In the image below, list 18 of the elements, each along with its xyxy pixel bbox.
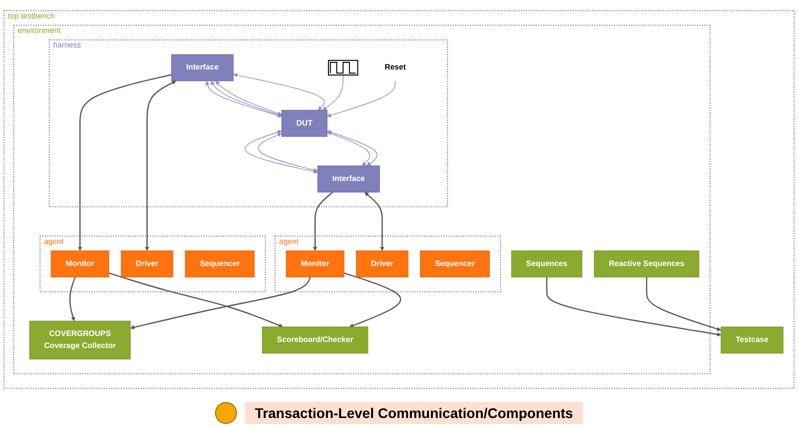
arrow bbox=[144, 80, 176, 251]
arrow bbox=[312, 192, 334, 251]
arrow bbox=[130, 276, 311, 330]
arrow bbox=[322, 74, 344, 110]
legend-text: Transaction-Level Communication/Components bbox=[244, 402, 584, 424]
arrow bbox=[327, 131, 370, 166]
arrow bbox=[78, 74, 172, 251]
arrow bbox=[69, 276, 76, 322]
arrow bbox=[233, 73, 325, 110]
arrow bbox=[364, 192, 384, 251]
arrow bbox=[244, 130, 318, 174]
arrow bbox=[258, 132, 318, 172]
arrow bbox=[108, 272, 283, 328]
arrow bbox=[327, 130, 378, 166]
arrow bbox=[326, 80, 396, 118]
arrow bbox=[546, 277, 722, 336]
arrow bbox=[646, 277, 722, 331]
arrow bbox=[344, 272, 402, 328]
